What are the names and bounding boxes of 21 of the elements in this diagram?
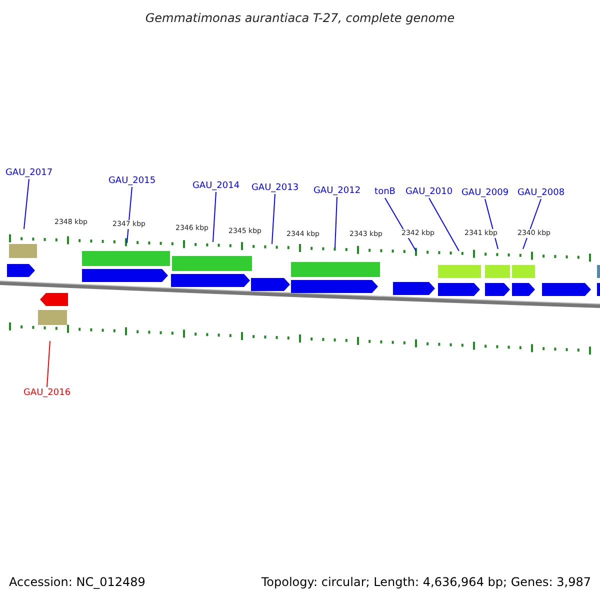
genome-info-text: Topology: circular; Length: 4,636,964 bp; Genes: 3,987	[261, 576, 591, 588]
gene-label: GAU_2009	[461, 187, 509, 199]
gene-label: GAU_2012	[313, 185, 361, 197]
leader-line	[24, 178, 30, 230]
leader-line	[428, 198, 460, 252]
leader-line	[384, 198, 416, 252]
gene-label: tonB	[374, 186, 396, 198]
gene-label: GAU_2008	[517, 187, 565, 199]
leader-line	[212, 192, 216, 242]
gene-label: GAU_2010	[405, 186, 453, 198]
gene-label: GAU_2017	[5, 167, 53, 179]
leader-line	[46, 340, 50, 388]
gene-label: GAU_2013	[251, 182, 299, 194]
leader-line	[126, 186, 132, 244]
leader-line	[334, 196, 338, 248]
diagram-title: Gemmatimonas aurantiaca T-27, complete genome	[144, 11, 456, 25]
gene-label: GAU_2014	[192, 180, 240, 192]
gene-label: GAU_2015	[108, 175, 156, 187]
accession-text: Accession: NC_012489	[9, 576, 146, 588]
gene-label: GAU_2016	[23, 387, 71, 399]
leader-line	[272, 194, 276, 244]
